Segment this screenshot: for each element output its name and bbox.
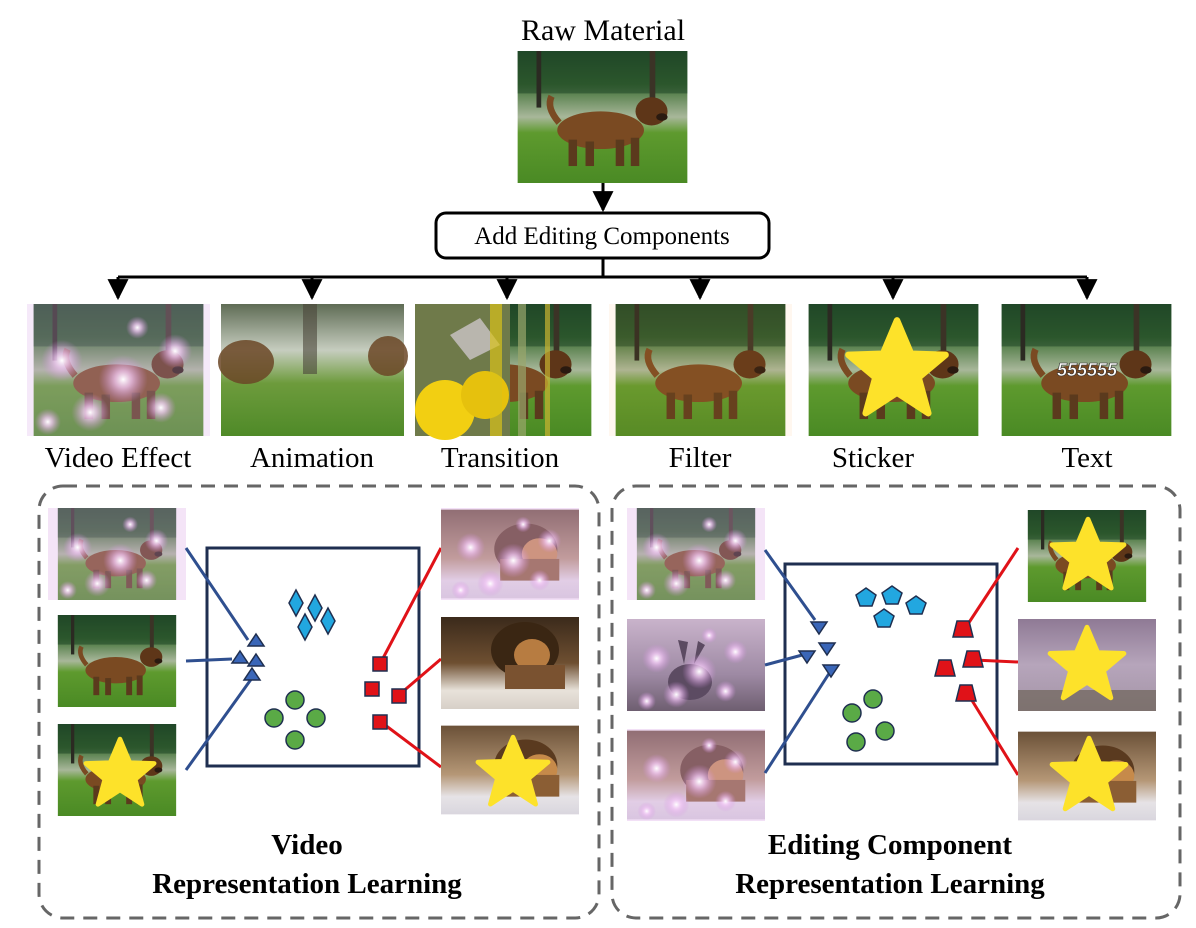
- thumb-sticker: [809, 304, 979, 436]
- thumb-animation: [218, 304, 408, 436]
- right-panel-title-line1: Editing Component: [768, 829, 1012, 861]
- left-panel-border: [37, 484, 601, 920]
- left-input-thumb-effect: [48, 508, 186, 600]
- right-panel-border: [610, 484, 1182, 920]
- branch-connector: [107, 258, 1098, 301]
- right-trapezoid-markers: [934, 620, 984, 702]
- label-filter: Filter: [669, 442, 732, 474]
- right-output-thumb-dog-sticker: [1028, 510, 1146, 602]
- left-output-thumb-lion-sticker: [441, 725, 579, 815]
- left-input-thumb-sticker: [58, 724, 176, 816]
- label-transition: Transition: [441, 442, 560, 474]
- right-panel-title-line2: Representation Learning: [735, 868, 1045, 900]
- raw-material-title: Raw Material: [521, 14, 685, 47]
- text-overlay: 555555: [1057, 360, 1118, 380]
- right-blue-connectors: [763, 549, 832, 774]
- left-output-thumb-lion-plain: [441, 617, 579, 709]
- left-panel-title-line2: Representation Learning: [152, 868, 462, 900]
- thumb-text: 555555: [1002, 304, 1172, 436]
- label-text: Text: [1061, 442, 1112, 474]
- right-pentagon-markers: [855, 585, 927, 628]
- right-input-thumb-dog-effect: [627, 508, 765, 600]
- raw-material-image: [518, 51, 688, 183]
- right-input-thumb-lion-effect: [627, 729, 765, 821]
- right-circle-markers: [842, 689, 895, 752]
- left-panel-title-line1: Video: [271, 829, 342, 861]
- right-output-thumb-lion-sticker: [1018, 731, 1156, 821]
- thumb-transition: [415, 304, 591, 440]
- left-square-markers: [364, 656, 407, 730]
- right-output-thumb-purple-sticker: [1018, 619, 1156, 711]
- left-input-thumb-plain: [58, 615, 176, 707]
- thumb-video-effect: [27, 304, 210, 436]
- right-input-thumb-rabbit-effect: [627, 619, 765, 711]
- label-video-effect: Video Effect: [45, 442, 192, 474]
- label-animation: Animation: [250, 442, 375, 474]
- add-editing-components-label: Add Editing Components: [474, 223, 730, 250]
- left-red-connectors: [379, 547, 443, 769]
- left-diamond-markers: [288, 588, 336, 642]
- left-triangle-markers: [230, 632, 266, 681]
- label-sticker: Sticker: [832, 442, 914, 474]
- left-blue-connectors: [184, 547, 254, 771]
- left-circle-markers: [264, 690, 326, 750]
- right-triangle-markers: [797, 621, 841, 679]
- left-output-thumb-lion-effect: [441, 508, 579, 600]
- thumb-filter: [609, 304, 792, 436]
